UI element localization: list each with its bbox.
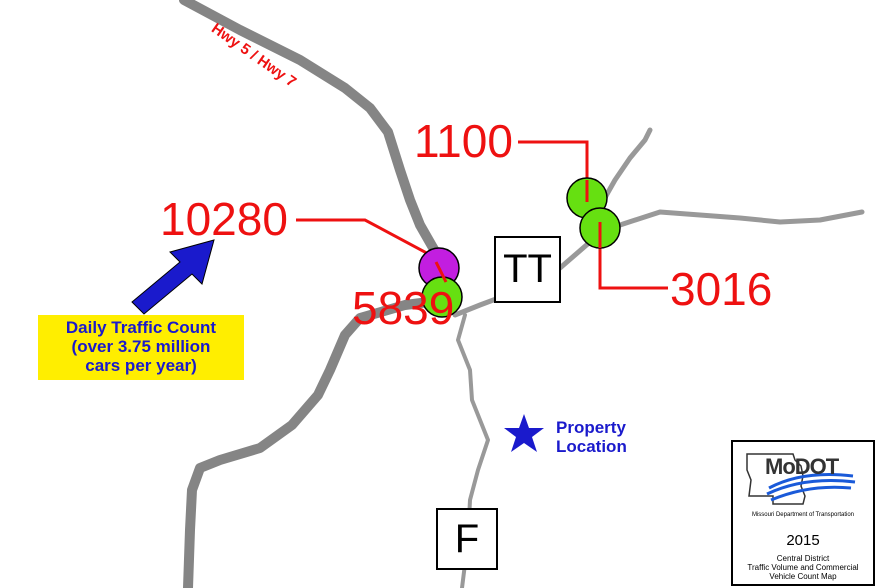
route-marker-f: F	[436, 508, 498, 570]
count-label-5839: 5839	[352, 282, 455, 334]
count-label-3016: 3016	[670, 263, 773, 315]
missouri-state-outline-icon	[746, 453, 856, 505]
callout-line-3: cars per year)	[85, 356, 197, 375]
star-icon	[504, 414, 544, 452]
callout-line-2: (over 3.75 million	[71, 337, 211, 356]
property-line-1: Property	[556, 418, 626, 437]
count-label-10280: 10280	[160, 193, 288, 245]
legend-year: 2015	[786, 532, 820, 549]
count-label-1100: 1100	[414, 115, 513, 167]
daily-traffic-callout: Daily Traffic Count (over 3.75 million c…	[38, 315, 244, 380]
legend-line-1: Central District	[776, 554, 830, 563]
property-line-2: Location	[556, 437, 627, 456]
leader-10280	[296, 218, 437, 260]
route-marker-tt: TT	[494, 236, 561, 303]
modot-logo: MoDOT	[765, 454, 839, 479]
legend-line-2: Traffic Volume and Commercial	[747, 563, 859, 572]
modot-legend: MoDOT Missouri Department of Transportat…	[731, 440, 875, 586]
arrow-up-right-icon	[131, 239, 215, 315]
modot-department: Missouri Department of Transportation	[751, 512, 855, 518]
callout-line-1: Daily Traffic Count	[65, 318, 217, 337]
leader-5839	[434, 261, 448, 283]
property-location-label: Property Location	[556, 418, 627, 456]
legend-line-3: Vehicle Count Map	[769, 572, 837, 581]
